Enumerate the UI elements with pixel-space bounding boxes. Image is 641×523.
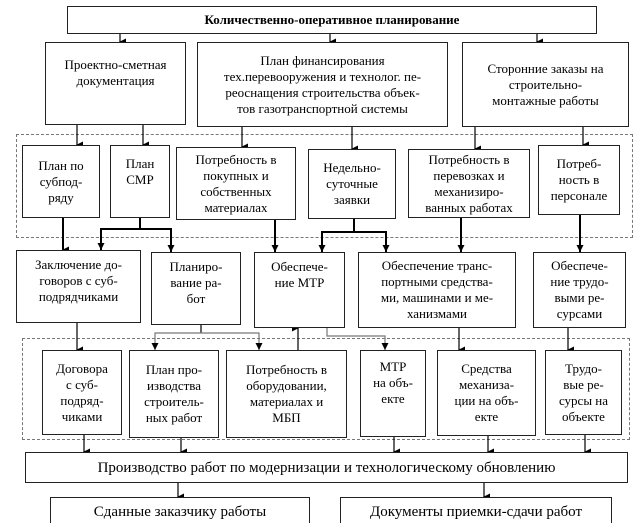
box-label: План про- изводства строитель- ных работ [144, 362, 204, 425]
box-label: МТР на объ- екте [373, 359, 413, 406]
box-third-party-orders: Сторонние заказы на строительно- монтажн… [462, 42, 629, 127]
box-label: Потребность в оборудовании, материалах и… [246, 362, 327, 425]
box-personnel-need: Потреб- ность в персонале [538, 145, 620, 215]
box-smr-plan: План СМР [110, 145, 170, 218]
box-label: Производство работ по модернизации и тех… [97, 459, 556, 476]
box-label: Проектно-сметная документация [64, 57, 167, 88]
box-label: Количественно-оперативное планирование [204, 12, 460, 27]
box-subcontract-plan: План по субпод- ряду [22, 145, 100, 218]
dashed-group-planning [16, 134, 633, 238]
box-weekly-daily-requests: Недельно- суточные заявки [308, 149, 396, 219]
box-label: Планиро- вание ра- бот [169, 259, 223, 306]
box-label: Потребность в перевозках и механизиро- в… [425, 151, 513, 215]
box-transport-need: Потребность в перевозках и механизиро- в… [408, 149, 530, 218]
box-quantitative-operational-planning: Количественно-оперативное планирование [67, 6, 597, 34]
box-work-planning: Планиро- вание ра- бот [151, 252, 241, 325]
box-label: Потреб- ность в персонале [550, 156, 608, 203]
box-mtr-supply: Обеспече- ние МТР [254, 252, 345, 328]
box-label: План СМР [125, 156, 155, 187]
box-acceptance-documents: Документы приемки-сдачи работ [340, 497, 612, 523]
box-financing-plan: План финансирования тех.перевооружения и… [197, 42, 448, 127]
box-production-works: Производство работ по модернизации и тех… [25, 452, 628, 483]
box-label: План финансирования тех.перевооружения и… [223, 52, 422, 116]
box-mtr-on-site: МТР на объ- екте [360, 350, 426, 437]
box-labor-supply: Обеспече- ние трудо- выми ре- сурсами [533, 252, 626, 328]
box-label: Недельно- суточные заявки [323, 160, 381, 207]
box-label: Договора с суб- подряд- чиками [56, 360, 108, 424]
box-delivered-works: Сданные заказчику работы [50, 497, 310, 523]
box-label: Обеспече- ние МТР [271, 259, 328, 290]
dashed-group-object [22, 338, 630, 440]
box-label: Сторонние заказы на строительно- монтажн… [487, 60, 604, 108]
box-design-estimate-docs: Проектно-сметная документация [45, 42, 186, 125]
box-labor-on-site: Трудо- вые ре- сурсы на объекте [545, 350, 622, 435]
box-production-plan: План про- изводства строитель- ных работ [129, 350, 219, 438]
box-equipment-need: Потребность в оборудовании, материалах и… [226, 350, 347, 438]
box-label: Заключение до- говоров с суб- подрядчика… [35, 257, 122, 304]
box-label: Трудо- вые ре- сурсы на объекте [558, 360, 609, 424]
box-label: Обеспечение транс- портными средства- ми… [380, 258, 494, 321]
box-label: Средства механиза- ции на объ- екте [454, 361, 519, 424]
box-subcontract-contracts: Договора с суб- подряд- чиками [42, 350, 122, 435]
box-mechanization-on-site: Средства механиза- ции на объ- екте [437, 350, 536, 436]
box-label: Обеспече- ние трудо- выми ре- сурсами [550, 258, 609, 321]
box-materials-need: Потребность в покупных и собственных мат… [176, 147, 296, 220]
box-transport-supply: Обеспечение транс- портными средства- ми… [358, 252, 516, 328]
box-label: Потребность в покупных и собственных мат… [195, 151, 277, 215]
box-label: Документы приемки-сдачи работ [370, 504, 582, 520]
box-label: Сданные заказчику работы [93, 504, 267, 520]
box-label: План по субпод- ряду [38, 157, 84, 205]
box-subcontract-agreements: Заключение до- говоров с суб- подрядчика… [16, 250, 141, 323]
